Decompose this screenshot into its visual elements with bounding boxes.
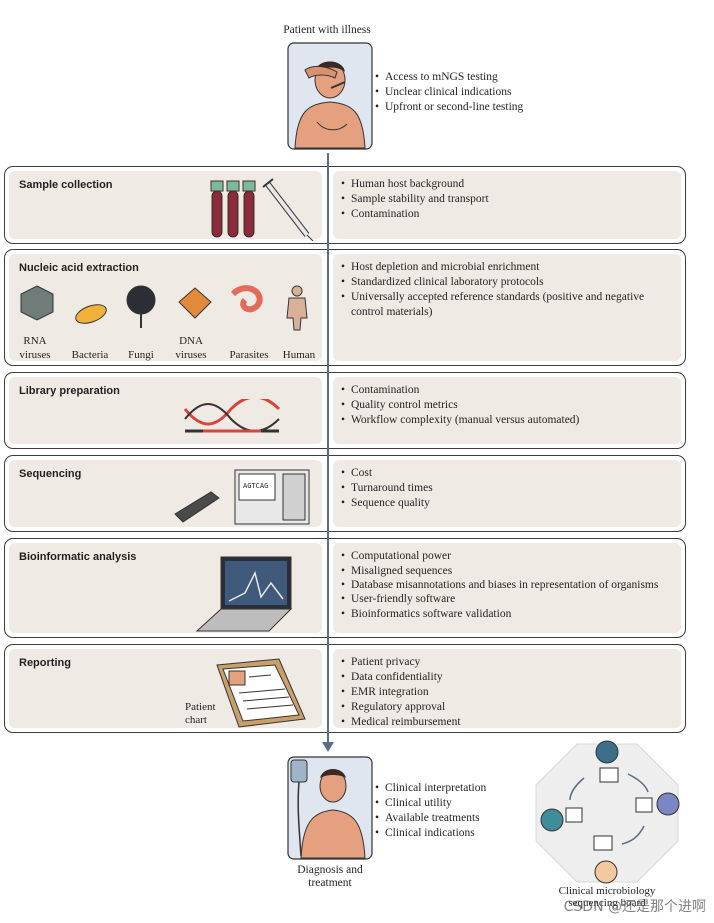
bullet-item: Computational power [341, 549, 671, 564]
bullet-item: User-friendly software [341, 592, 671, 607]
organisms-illustration [20, 285, 308, 331]
bullet-item: Sequence quality [341, 496, 671, 511]
panel-title: Nucleic acid extraction [19, 262, 139, 274]
bullet-item: Medical reimbursement [341, 715, 671, 730]
patient-chart-label: Patient chart [185, 701, 216, 726]
organism-label: Bacteria [71, 349, 109, 361]
panel-right: Computational power Misaligned sequences… [333, 543, 681, 633]
panel-bullets: Host depletion and microbial enrichment … [341, 260, 671, 320]
csdn-watermark: CSDN @还是那个进啊 [563, 899, 706, 915]
panel-reporting: Reporting Patient chart Patient privacy … [4, 644, 686, 733]
sequencing-board-label: Clinical microbiology sequencing board [558, 885, 656, 909]
workflow-arrow-line [327, 153, 329, 745]
panel-library-preparation: Library preparation Contamination Qualit… [4, 372, 686, 449]
patient-chart-clipboard-icon [216, 658, 306, 728]
bullet-item: Clinical indications [375, 826, 486, 841]
bullet-item: Standardized clinical laboratory protoco… [341, 275, 671, 290]
panel-bioinformatic-analysis: Bioinformatic analysis Computational pow… [4, 538, 686, 638]
bullet-item: Misaligned sequences [341, 564, 671, 579]
bullet-item: Available treatments [375, 811, 486, 826]
panel-title: Reporting [19, 657, 71, 669]
laptop-icon [195, 556, 293, 632]
panel-sequencing: Sequencing AGTCAG Cost Turnaround times … [4, 455, 686, 532]
treated-patient-illustration [287, 756, 373, 860]
panel-bullets: Contamination Quality control metrics Wo… [341, 383, 671, 428]
bullet-item: Bioinformatics software validation [341, 607, 671, 622]
dna-library-icon [183, 399, 281, 433]
patient-with-illness-title: Patient with illness [283, 24, 371, 36]
bullet-item: Database misannotations and biases in re… [341, 579, 671, 592]
sequencer-icon [174, 469, 310, 525]
panel-left: Bioinformatic analysis [9, 543, 322, 633]
bullet-item: Universally accepted reference standards… [341, 290, 671, 320]
panel-right: Host depletion and microbial enrichment … [333, 254, 681, 361]
panel-left: Library preparation [9, 377, 322, 444]
panel-title: Bioinformatic analysis [19, 551, 137, 563]
organism-label: Human [282, 349, 316, 361]
dna-virus-icon [178, 287, 212, 319]
organism-label: Parasites [229, 349, 269, 361]
panel-title: Library preparation [19, 385, 120, 397]
bullet-item: Clinical utility [375, 796, 486, 811]
diagnosis-treatment-title: Diagnosis and treatment [297, 864, 363, 889]
panel-left: Nucleic acid extraction RNA viruses Bact… [9, 254, 322, 361]
bullet-item: Quality control metrics [341, 398, 671, 413]
top-bullets: Access to mNGS testing Unclear clinical … [375, 70, 523, 115]
organism-label: DNA viruses [175, 335, 207, 361]
sequencer-screen-text: AGTCAG [243, 482, 269, 490]
panel-title: Sequencing [19, 468, 82, 480]
panel-right: Cost Turnaround times Sequence quality [333, 460, 681, 527]
bullet-item: Contamination [341, 383, 671, 398]
board-member-icon [540, 808, 564, 832]
bullet-item: Human host background [341, 177, 671, 192]
bullet-item: Contamination [341, 207, 671, 222]
panel-nucleic-acid-extraction: Nucleic acid extraction RNA viruses Bact… [4, 249, 686, 366]
bullet-item: Turnaround times [341, 481, 671, 496]
workflow-arrow-head [322, 742, 334, 752]
bullet-item: Regulatory approval [341, 700, 671, 715]
bullet-item: EMR integration [341, 685, 671, 700]
panel-title: Sample collection [19, 179, 113, 191]
panel-right: Patient privacy Data confidentiality EMR… [333, 649, 681, 730]
parasite-icon [230, 285, 263, 313]
bullet-item: Access to mNGS testing [375, 70, 523, 85]
panel-left: Sequencing AGTCAG [9, 460, 322, 527]
bullet-item: Cost [341, 466, 671, 481]
bullet-item: Patient privacy [341, 655, 671, 670]
bullet-item: Host depletion and microbial enrichment [341, 260, 671, 275]
panel-left: Reporting Patient chart [9, 649, 322, 728]
bacteria-icon [75, 304, 107, 324]
organism-label: Fungi [128, 349, 154, 361]
sick-patient-illustration [287, 42, 373, 150]
human-icon [286, 285, 308, 331]
board-member-icon [595, 740, 619, 764]
board-member-icon [594, 860, 618, 884]
fungi-icon [126, 285, 156, 315]
panel-bullets: Cost Turnaround times Sequence quality [341, 466, 671, 511]
rna-virus-icon [20, 285, 54, 321]
bullet-item: Workflow complexity (manual versus autom… [341, 413, 671, 428]
panel-bullets: Human host background Sample stability a… [341, 177, 671, 222]
panel-sample-collection: Sample collection Human host background … [4, 166, 686, 244]
bullet-item: Upfront or second-line testing [375, 100, 523, 115]
panel-right: Contamination Quality control metrics Wo… [333, 377, 681, 444]
sample-tubes-and-syringe-icon [210, 178, 314, 241]
bullet-item: Unclear clinical indications [375, 85, 523, 100]
panel-bullets: Patient privacy Data confidentiality EMR… [341, 655, 671, 730]
panel-right: Human host background Sample stability a… [333, 171, 681, 239]
bullet-item: Sample stability and transport [341, 192, 671, 207]
sequencing-board-illustration [535, 740, 680, 884]
bullet-item: Clinical interpretation [375, 781, 486, 796]
panel-left: Sample collection [9, 171, 322, 241]
organism-label: RNA viruses [19, 335, 51, 361]
bullet-item: Data confidentiality [341, 670, 671, 685]
board-member-icon [656, 792, 680, 816]
panel-bullets: Computational power Misaligned sequences… [341, 549, 671, 622]
bottom-bullets: Clinical interpretation Clinical utility… [375, 781, 486, 841]
